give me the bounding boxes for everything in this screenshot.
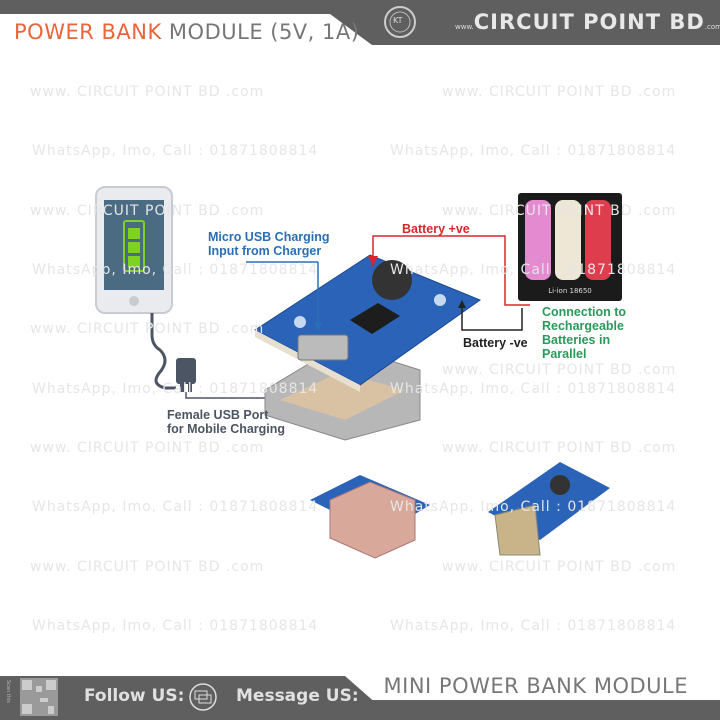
module-photo-2 [488, 462, 610, 556]
brand-suffix: .com [704, 23, 720, 31]
phone-icon [95, 186, 173, 314]
logo-icon: KT [393, 16, 403, 25]
scan-label: Scan this [5, 680, 11, 703]
label-line: Female USB Port [167, 408, 269, 422]
wiring-diagram: Li-ion 18650 [95, 186, 622, 559]
battery-negative-label: Battery -ve [463, 336, 528, 350]
title-accent: POWER BANK [14, 20, 162, 44]
label-line: Micro USB Charging [208, 230, 330, 244]
brand-text: CIRCUIT POINT BD [473, 10, 705, 34]
power-bank-module-image [254, 254, 482, 441]
follow-us-label: Follow US: [84, 686, 185, 706]
message-us-label: Message US: [236, 686, 359, 706]
label-line: Parallel [542, 347, 587, 361]
product-name: MINI POWER BANK MODULE [383, 674, 688, 698]
brand-name: www.CIRCUIT POINT BD.com [455, 10, 720, 34]
label-line: Rechargeable [542, 319, 624, 333]
battery-positive-label: Battery +ve [402, 222, 470, 236]
header-banner [0, 0, 720, 45]
battery-holder-image: Li-ion 18650 [518, 193, 622, 301]
label-line: Batteries in [542, 333, 611, 347]
title-rest: MODULE (5V, 1A) [161, 20, 360, 44]
module-photo-1 [310, 475, 430, 559]
label-line: for Mobile Charging [167, 422, 286, 436]
usb-plug-icon [176, 358, 196, 384]
label-line: Connection to [542, 305, 627, 319]
qr-code-icon [20, 678, 58, 716]
brand-prefix: www. [455, 23, 474, 31]
label-line: Input from Charger [208, 244, 322, 258]
battery-label: Li-ion 18650 [548, 287, 592, 295]
message-icon [189, 683, 217, 711]
page-title: POWER BANK MODULE (5V, 1A) [14, 20, 359, 44]
footer-banner [0, 676, 720, 720]
